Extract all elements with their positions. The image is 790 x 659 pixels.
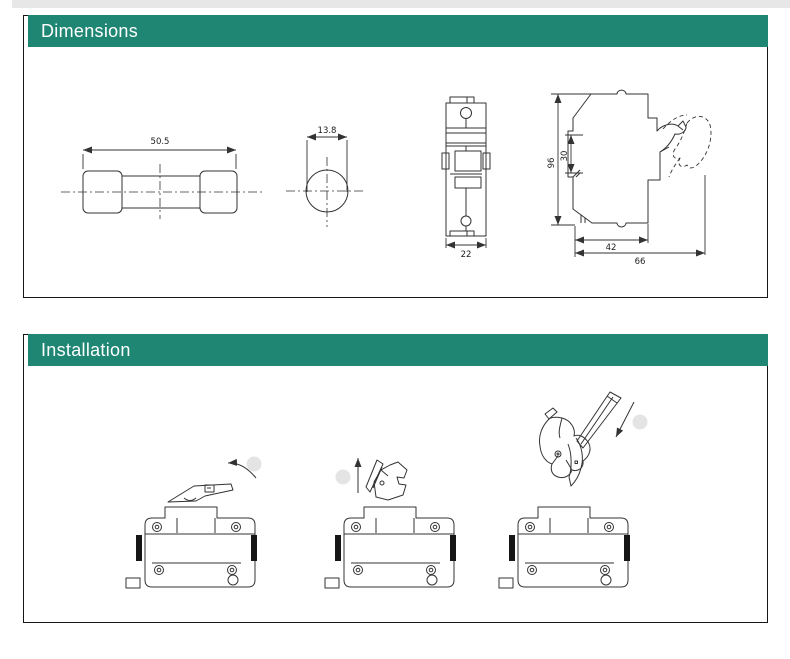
screws bbox=[525, 522, 614, 586]
body-depth-label: 42 bbox=[606, 243, 617, 253]
end-view-center-lines bbox=[286, 157, 366, 227]
fuse-center-lines bbox=[61, 164, 264, 219]
holder-front-outline bbox=[441, 96, 491, 237]
fuse-length-label: 50.5 bbox=[151, 137, 170, 147]
installation-step2-drawing bbox=[324, 458, 456, 589]
holder-base bbox=[324, 506, 456, 589]
closed-lever bbox=[167, 483, 234, 503]
installation-step1-drawing bbox=[125, 456, 262, 589]
half-open-lever bbox=[365, 459, 408, 501]
body-depth-dimension: 42 bbox=[574, 224, 649, 257]
fuse-diameter-label: 13.8 bbox=[318, 126, 337, 136]
screws bbox=[152, 522, 241, 586]
overall-depth-dimension: 66 bbox=[575, 175, 706, 267]
rotate-open-arrow-icon bbox=[227, 458, 257, 479]
watermark-dot bbox=[335, 469, 351, 485]
dimensions-banner: Dimensions bbox=[28, 15, 768, 47]
watermark-dot bbox=[246, 456, 262, 472]
open-carrier-with-lever bbox=[539, 391, 622, 487]
insert-carrier-arrow-icon bbox=[615, 401, 635, 438]
module-width-label: 22 bbox=[461, 250, 472, 260]
terminal-recess-label: 30 bbox=[560, 151, 570, 162]
fuse-length-dimension: 50.5 bbox=[82, 137, 237, 169]
holder-base bbox=[498, 506, 630, 589]
overall-depth-label: 66 bbox=[635, 257, 646, 267]
phantom-open-carrier bbox=[662, 114, 712, 178]
holder-side-view-drawing: 96 30 42 66 bbox=[547, 89, 712, 267]
holder-side-outline bbox=[567, 89, 687, 228]
installation-section: Installation bbox=[23, 334, 768, 623]
installation-banner: Installation bbox=[28, 334, 768, 366]
holder-front-view-drawing: 22 bbox=[441, 96, 491, 260]
screws bbox=[351, 522, 440, 586]
watermark-dot bbox=[632, 414, 648, 430]
page-top-strip bbox=[12, 0, 790, 8]
fuse-end-view-drawing: 13.8 bbox=[286, 126, 366, 227]
module-height-dimension: 96 bbox=[547, 93, 592, 226]
fuse-side-view-drawing: 50.5 bbox=[61, 137, 264, 219]
installation-title: Installation bbox=[41, 340, 131, 360]
terminal-recess-dimension: 30 bbox=[560, 134, 583, 174]
dimensions-title: Dimensions bbox=[41, 21, 139, 41]
installation-step3-drawing bbox=[498, 391, 648, 589]
dimensions-section: Dimensions bbox=[23, 15, 768, 298]
module-width-dimension: 22 bbox=[445, 238, 487, 260]
module-height-label: 96 bbox=[547, 158, 557, 169]
holder-base bbox=[125, 506, 257, 589]
